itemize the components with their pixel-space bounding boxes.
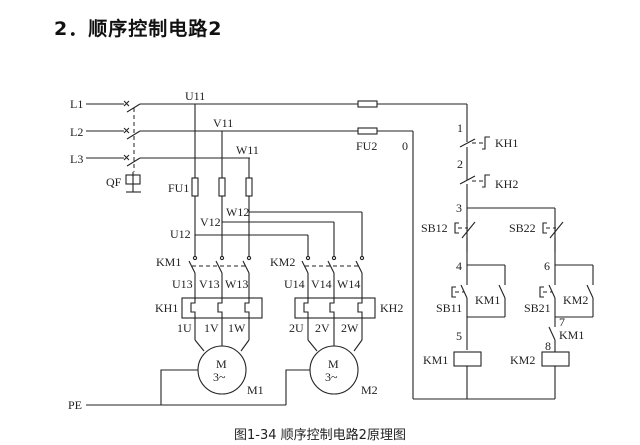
coil-km1: KM1 xyxy=(423,351,482,367)
coil-km2: KM2 xyxy=(510,351,570,367)
label-v13: V13 xyxy=(199,277,220,291)
label-coil-km2: KM2 xyxy=(510,353,535,367)
label-v11: V11 xyxy=(213,116,233,130)
motor-m2-label: M2 xyxy=(361,383,378,397)
pe-ground-line: PE xyxy=(68,369,310,412)
label-w12: W12 xyxy=(226,205,249,219)
label-km1-hold: KM1 xyxy=(475,293,500,307)
label-km2-hold: KM2 xyxy=(563,293,588,307)
breaker-actuator-icon xyxy=(125,172,141,193)
label-1v: 1V xyxy=(204,321,219,335)
label-node-6: 6 xyxy=(544,259,550,273)
label-pe: PE xyxy=(68,398,82,412)
motor-m1-phase: 3~ xyxy=(213,370,226,384)
label-km1-interlock: KM1 xyxy=(559,328,584,342)
contact-km2-hold: KM2 xyxy=(563,284,594,307)
contact-km1-hold: KM1 xyxy=(475,284,506,307)
label-1u: 1U xyxy=(177,321,192,335)
label-v12: V12 xyxy=(200,215,221,229)
motor-m1: M 3~ M1 xyxy=(197,345,264,397)
branch-to-km2 xyxy=(195,211,363,256)
label-kh2: KH2 xyxy=(380,301,403,315)
fuse-fu2: FU2 xyxy=(356,100,378,153)
label-2v: 2V xyxy=(315,321,330,335)
label-u14: U14 xyxy=(284,277,305,291)
button-sb22-stop: SB22 xyxy=(509,221,564,239)
kh1-nc-contact: KH1 xyxy=(459,136,518,180)
label-fu2: FU2 xyxy=(356,139,377,153)
label-w14: W14 xyxy=(337,277,360,291)
label-node-1: 1 xyxy=(457,121,463,135)
label-sb11: SB11 xyxy=(436,301,462,315)
thermal-relay-kh2: KH2 xyxy=(294,297,403,319)
label-2w: 2W xyxy=(341,321,359,335)
section-heading: 2．顺序控制电路2 xyxy=(54,18,223,40)
label-node-4: 4 xyxy=(456,259,462,273)
label-w13: W13 xyxy=(225,277,248,291)
label-w11: W11 xyxy=(236,143,259,157)
label-kh2-contact: KH2 xyxy=(495,177,518,191)
breaker-x-marks xyxy=(123,100,130,161)
breaker-qf: QF xyxy=(106,100,141,193)
label-u12: U12 xyxy=(170,227,191,241)
label-kh1-contact: KH1 xyxy=(495,136,518,150)
label-qf: QF xyxy=(106,175,122,189)
fuse-fu1: FU1 xyxy=(168,177,253,197)
motor-m2: M 3~ M2 xyxy=(309,345,378,397)
label-fu1: FU1 xyxy=(168,181,189,195)
button-sb11-start: SB11 xyxy=(436,284,468,315)
label-l1: L1 xyxy=(70,97,83,111)
label-km1-main: KM1 xyxy=(156,255,181,269)
label-sb21: SB21 xyxy=(524,301,551,315)
label-node-2: 2 xyxy=(457,157,463,171)
label-l3: L3 xyxy=(70,152,83,166)
button-sb12-stop: SB12 xyxy=(421,220,476,239)
kh2-nc-contact: KH2 xyxy=(459,174,518,252)
label-v14: V14 xyxy=(311,277,332,291)
label-node-7: 7 xyxy=(559,315,565,329)
power-input-lines: L1 L2 L3 xyxy=(70,97,124,166)
label-sb12: SB12 xyxy=(421,221,448,235)
label-l2: L2 xyxy=(70,125,83,139)
figure-caption: 图1-34 顺序控制电路2原理图 xyxy=(234,428,406,443)
motor-m2-phase: 3~ xyxy=(325,370,338,384)
motor-m1-label: M1 xyxy=(247,383,264,397)
label-sb22: SB22 xyxy=(509,221,536,235)
label-node-8: 8 xyxy=(545,339,551,353)
label-u11: U11 xyxy=(185,89,205,103)
button-sb21-start: SB21 xyxy=(524,284,556,315)
label-u13: U13 xyxy=(172,277,193,291)
thermal-relay-kh1: KH1 xyxy=(155,297,263,319)
label-km2-main: KM2 xyxy=(270,255,295,269)
contact-km1-interlock: KM1 xyxy=(548,326,584,342)
label-node-0: 0 xyxy=(402,139,408,153)
motor-m2-symbol: M xyxy=(328,357,339,371)
label-node-3: 3 xyxy=(456,201,462,215)
label-1w: 1W xyxy=(228,321,246,335)
label-2u: 2U xyxy=(289,321,304,335)
label-kh1: KH1 xyxy=(155,301,178,315)
contactor-km1-main: KM1 xyxy=(156,255,252,274)
contactor-km2-main: KM2 xyxy=(270,255,365,274)
label-coil-km1: KM1 xyxy=(423,353,448,367)
motor-m1-symbol: M xyxy=(216,357,227,371)
label-node-5: 5 xyxy=(456,329,462,343)
